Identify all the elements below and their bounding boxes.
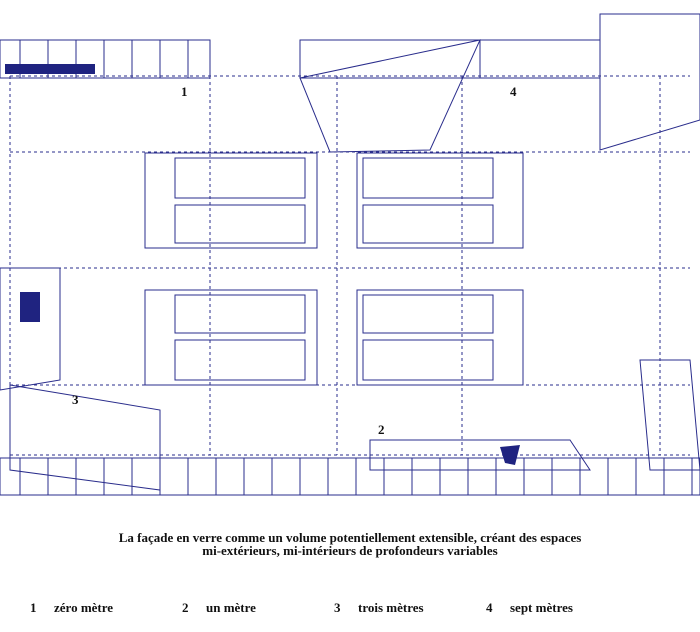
- legend-number: 3: [334, 600, 341, 615]
- caption-line-1: La façade en verre comme un volume poten…: [118, 530, 582, 545]
- legend-item-2: 2 un mètre: [182, 600, 256, 616]
- top-facade: [0, 13, 700, 151]
- legend-label: trois mètres: [358, 600, 424, 615]
- legend-number: 4: [486, 600, 493, 615]
- extension-3: [0, 267, 61, 391]
- bottom-facade: [0, 457, 700, 496]
- zone-label-3: 3: [72, 392, 79, 407]
- extension-1: [639, 359, 700, 471]
- legend-label: un mètre: [206, 600, 256, 615]
- legend-item-1: 1 zéro mètre: [30, 600, 113, 616]
- figure-caption: La façade en verre comme un volume poten…: [0, 531, 700, 557]
- legend-number: 1: [30, 600, 37, 615]
- zone-label-1: 1: [181, 84, 188, 99]
- zone-label-4: 4: [510, 84, 517, 99]
- legend-label: zéro mètre: [54, 600, 114, 615]
- extension-4: [299, 39, 481, 153]
- caption-line-2: mi-extérieurs, mi-intérieurs de profonde…: [202, 543, 498, 558]
- extension-2: [369, 439, 591, 471]
- legend-item-4: 4 sept mètres: [486, 600, 573, 616]
- structural-grid: [9, 75, 690, 456]
- floor-plan-drawing: [0, 13, 700, 496]
- zone-label-2: 2: [378, 422, 385, 437]
- legend-number: 2: [182, 600, 189, 615]
- legend-label: sept mètres: [510, 600, 573, 615]
- legend-item-3: 3 trois mètres: [334, 600, 424, 616]
